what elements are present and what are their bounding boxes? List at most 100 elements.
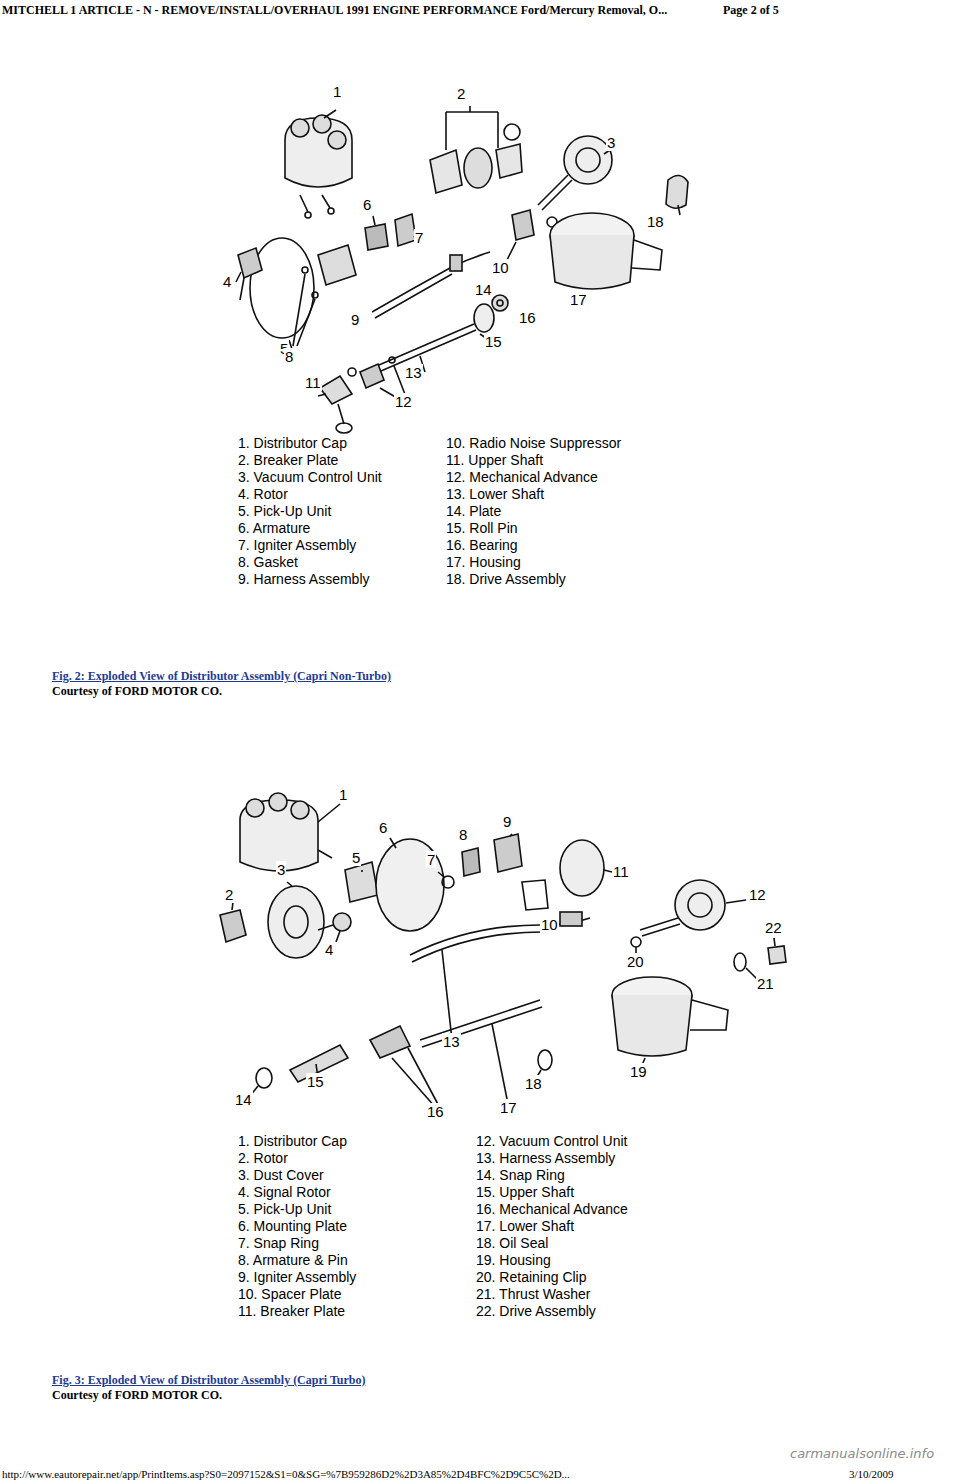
callout-number: 8 [458,826,468,843]
illustration-stroke [220,106,786,1108]
part-list-entry: 9. Igniter Assembly [238,1269,356,1286]
illustration-stroke [392,1058,436,1108]
callout-number: 16 [426,1103,445,1120]
illustration-stroke [328,131,346,149]
footer-date: 3/10/2009 [849,1468,894,1480]
callout-number: 2 [224,886,234,903]
part-list-entry: 1. Distributor Cap [238,1133,347,1150]
footer-url: http://www.eautorepair.net/app/PrintItem… [2,1468,570,1480]
illustration-stroke [494,834,522,872]
part-list-entry: 11. Upper Shaft [446,452,543,469]
illustration-stroke [376,839,444,931]
part-list-entry: 2. Breaker Plate [238,452,338,469]
part-list-entry: 21. Thrust Washer [476,1286,590,1303]
part-list-entry: 12. Vacuum Control Unit [476,1133,627,1150]
illustration-stroke [372,252,490,312]
part-list-entry: 1. Distributor Cap [238,435,347,452]
part-list-entry: 3. Dust Cover [238,1167,324,1184]
illustration-stroke [469,106,471,112]
part-list-entry: 7. Igniter Assembly [238,537,356,554]
illustration-stroke [284,906,308,938]
part-list-entry: 5. Pick-Up Unit [238,503,331,520]
callout-number: 14 [234,1091,253,1108]
illustration-stroke [372,324,474,368]
callout-number: 5 [351,849,361,866]
callout-number: 12 [748,886,767,903]
part-list-entry: 13. Harness Assembly [476,1150,615,1167]
illustration-stroke [492,1024,508,1104]
illustration-stroke [373,216,375,225]
illustration-stroke [269,793,287,811]
illustration-stroke [390,838,396,848]
illustration-stroke [302,267,308,273]
callout-number: 18 [524,1075,543,1092]
callout-number: 15 [484,333,503,350]
illustration-stroke [690,1000,728,1030]
part-list-entry: 14. Plate [446,503,501,520]
callout-number: 1 [332,83,342,100]
part-list-entry: 6. Mounting Plate [238,1218,347,1235]
part-list-entry: 18. Drive Assembly [446,571,566,588]
illustration-stroke [678,205,680,215]
illustration-stroke [642,924,680,936]
illustration-stroke [361,870,363,872]
illustration-stroke [268,886,324,958]
illustration-stroke [438,872,444,877]
part-list-entry: 22. Drive Assembly [476,1303,596,1320]
callout-number: 20 [626,953,645,970]
illustration-stroke [336,423,352,433]
callout-number: 22 [764,919,783,936]
callout-number: 7 [414,229,424,246]
illustration-stroke [318,850,332,858]
callout-number: 6 [362,196,372,213]
illustration-stroke [324,110,336,118]
illustration-stroke [250,238,314,338]
callout-number: 15 [306,1073,325,1090]
part-list-entry: 19. Housing [476,1252,551,1269]
illustration-stroke [564,136,612,184]
illustration-stroke [291,119,309,137]
callout-number: 2 [456,85,466,102]
callout-number: 14 [474,281,493,298]
illustration-stroke [374,330,476,374]
illustration-stroke [462,848,480,876]
illustration-stroke [312,292,318,298]
callout-number: 11 [304,374,322,391]
illustration-stroke [320,376,352,404]
illustration-stroke [768,946,786,964]
callout-number: 13 [442,1033,461,1050]
illustration-stroke [560,912,582,926]
part-list-entry: 17. Housing [446,554,521,571]
illustration-stroke [318,245,356,285]
illustration-stroke [389,357,395,363]
illustration-stroke [336,931,340,942]
callout-number: 13 [404,364,423,381]
part-list-entry: 8. Armature & Pin [238,1252,348,1269]
illustration-stroke [726,900,746,903]
part-list-entry: 12. Mechanical Advance [446,469,598,486]
illustration-stroke [576,148,600,172]
callout-number: 19 [629,1063,648,1080]
illustration-stroke [328,208,334,214]
illustration-stroke [512,210,534,240]
illustration-stroke [560,840,604,896]
illustration-stroke [675,880,725,930]
illustration-stroke [236,272,241,282]
callout-number: 6 [378,819,388,836]
illustration-stroke [313,115,331,133]
callout-number: 16 [518,309,537,326]
part-list-entry: 15. Upper Shaft [476,1184,574,1201]
part-list-entry: 5. Pick-Up Unit [238,1201,331,1218]
illustration-stroke [504,124,520,140]
illustration-stroke [256,1068,272,1088]
illustration-stroke [318,804,340,822]
illustration-stroke [365,224,388,250]
illustration-stroke [412,932,542,962]
illustration-stroke [348,368,356,376]
part-list-entry: 11. Breaker Plate [238,1303,345,1320]
illustration-stroke [550,235,634,289]
illustration-stroke [297,299,315,346]
illustration-stroke [408,1048,440,1108]
part-list-entry: 10. Radio Noise Suppressor [446,435,621,452]
callout-number: 9 [350,311,360,328]
